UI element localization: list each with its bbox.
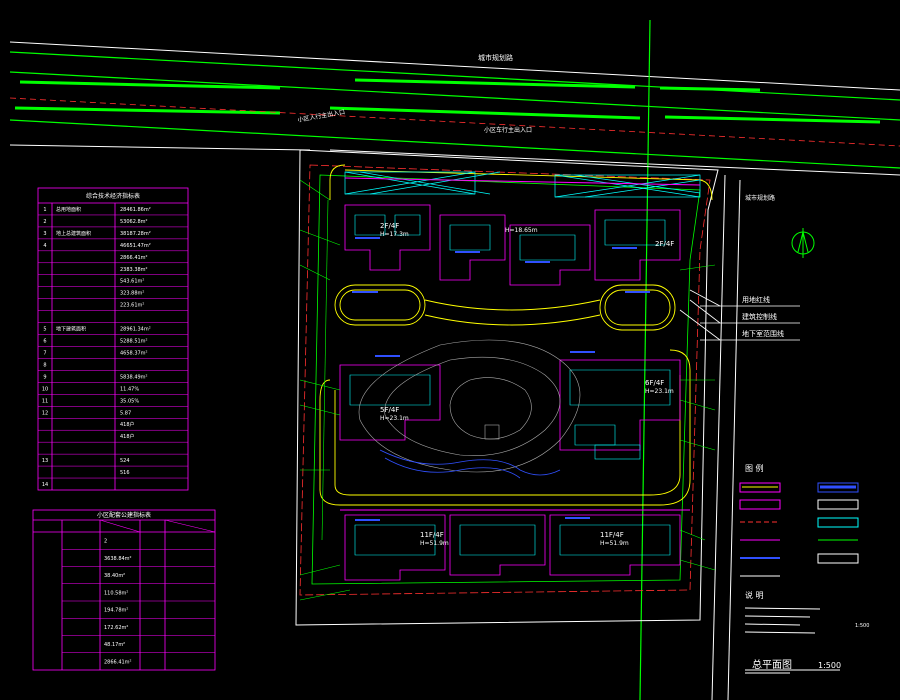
- table1-cell-value: 5.87: [120, 410, 131, 416]
- table1-cell-value: 28961.34m²: [120, 327, 151, 333]
- table1-title: 综合技术经济指标表: [86, 192, 140, 200]
- blue-marks: [352, 237, 650, 521]
- ring-roads: [319, 164, 713, 506]
- table1-cell-value: 543.61m²: [120, 279, 144, 285]
- table1-cell-no: 9: [43, 374, 46, 380]
- table1-cell-value: 2383.38m²: [120, 267, 148, 273]
- table1-cell-no: 2: [43, 219, 46, 225]
- table2-cell-value: 3638.84m²: [104, 556, 132, 562]
- table1-cell-no: 6: [43, 339, 46, 345]
- bldg-row3-left-height: H=51.9m: [420, 540, 449, 547]
- building-cyan-details: [349, 214, 671, 556]
- notes-scale: 1:500: [855, 623, 869, 629]
- central-garden: [358, 339, 581, 473]
- top-edge-magenta: [340, 177, 701, 511]
- table1-cell-no: 7: [43, 350, 46, 356]
- table1-cell-value: 524: [120, 458, 130, 464]
- table1-cell-value: 35.05%: [120, 398, 139, 404]
- bldg-row1-left-floors: 2F/4F: [380, 222, 399, 230]
- garden-water: [379, 449, 561, 479]
- table2-rows: 2 3638.84m² 38.40m² 110.58m² 194.78m² 172.62m…: [62, 539, 215, 665]
- table1-cell-name: 地上总建筑面积: [56, 230, 91, 237]
- table1-cell-value: 4658.37m²: [120, 350, 148, 356]
- bldg-row1-left-height: H=17.3m: [380, 231, 409, 238]
- median-strips: [14, 78, 881, 124]
- callout-line-graphics: [679, 289, 800, 341]
- notes-title: 说 明: [745, 590, 764, 600]
- north-arrow-icon: [791, 228, 815, 258]
- table1-cell-no: 12: [42, 410, 48, 416]
- table2-cell-value: 194.78m²: [104, 608, 128, 614]
- callout-line3-label: 地下室范围线: [742, 329, 784, 338]
- table1-cell-value: 418户: [120, 421, 135, 428]
- table2-cell-value: 48.17m²: [104, 642, 125, 648]
- table1-cell-value: 5838.49m²: [120, 374, 148, 380]
- table1-cell-value: 323.88m²: [120, 291, 144, 297]
- table1-cell-value: 28461.86m²: [120, 207, 151, 213]
- table2-cell-value: 110.58m²: [104, 590, 128, 596]
- table1-cell-no: 10: [42, 386, 48, 392]
- bldg-row1-right-floors: 2F/4F: [655, 240, 674, 248]
- callout-line2-label: 建筑控制线: [742, 312, 777, 321]
- entrance-left-label: 小区人行主出入口: [297, 108, 346, 124]
- table1-cell-name: 总用地面积: [56, 206, 81, 213]
- table1-cell-no: 11: [42, 398, 48, 404]
- legend-title: 图 例: [745, 463, 764, 473]
- road-side-label: 城市规划路: [745, 194, 775, 202]
- leader-lines: [299, 179, 716, 601]
- table1-cell-value: 516: [120, 470, 130, 476]
- table1-cell-value: 418户: [120, 433, 135, 440]
- table2-frame: [32, 509, 216, 671]
- table2-cell-value: 172.62m²: [104, 625, 128, 631]
- table1-cell-name: 地下建筑面积: [56, 326, 86, 333]
- table2-cell-value: 38.40m²: [104, 573, 125, 579]
- table1-cell-no: 1: [43, 207, 46, 213]
- bldg-row1-right-height: H=18.65m: [505, 227, 538, 234]
- table1-cell-value: 5288.51m²: [120, 339, 148, 345]
- table1-cell-value: 46651.47m²: [120, 243, 151, 249]
- legend-swatches: [739, 482, 859, 577]
- title-underline: [745, 669, 840, 674]
- drawing-scale: 1:500: [818, 661, 841, 670]
- table1-cell-value: 53062.8m²: [120, 219, 148, 225]
- bldg-row3-left-floors: 11F/4F: [420, 531, 444, 539]
- table1-cell-no: 13: [42, 458, 48, 464]
- callout-line1-label: 用地红线: [742, 295, 770, 304]
- drawing-title: 总平面图: [752, 658, 792, 671]
- table1-cell-value: 2866.41m²: [120, 255, 148, 261]
- bldg-row2-left-height: H=23.1m: [380, 415, 409, 422]
- bldg-row2-right-floors: 6F/4F: [645, 379, 664, 387]
- table1-rows: 1 总用地面积 28461.86m² 2 53062.8m² 3 地上总建筑面积 38187.…: [38, 206, 188, 488]
- road-top-label: 城市规划路: [478, 53, 513, 62]
- notes-lines: [744, 607, 821, 634]
- building-outlines: [339, 204, 681, 581]
- table1-cell-value: 38187.28m²: [120, 231, 151, 237]
- table1-cell-value: 223.61m²: [120, 303, 144, 309]
- bldg-row3-right-height: H=51.9m: [600, 540, 629, 547]
- table2-cell-value: 2866.41m²: [104, 659, 132, 665]
- bldg-row2-left-floors: 5F/4F: [380, 406, 399, 414]
- table1-cell-no: 5: [43, 327, 46, 333]
- table1-cell-no: 8: [43, 362, 46, 368]
- bldg-row2-right-height: H=23.1m: [645, 388, 674, 395]
- bldg-row3-right-floors: 11F/4F: [600, 531, 624, 539]
- road-red-center: [9, 97, 900, 147]
- table1-cell-no: 14: [42, 482, 48, 488]
- road-lines: [9, 41, 900, 700]
- table2-cell-value: 2: [104, 539, 107, 545]
- table1-cell-no: 4: [43, 243, 46, 249]
- table1-cell-value: 11.47%: [120, 386, 139, 392]
- parking-strips: [344, 171, 701, 198]
- table2-title: 小区配套公建指标表: [97, 511, 151, 519]
- table1-cell-no: 3: [43, 231, 46, 237]
- entrance-right-label: 小区车行主出入口: [484, 126, 532, 134]
